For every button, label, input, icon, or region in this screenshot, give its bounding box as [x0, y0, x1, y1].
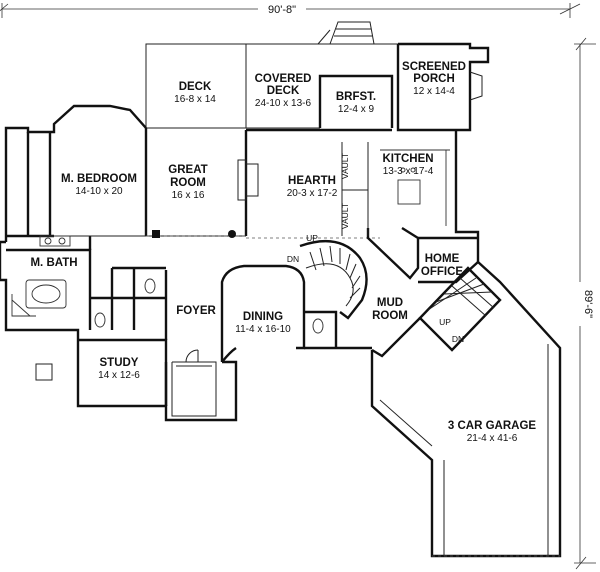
label-dining: DINING [243, 311, 283, 323]
label-great-room-1: GREAT [168, 164, 207, 176]
front-entry [35, 349, 217, 417]
label-screened-porch-1: SCREENED [402, 61, 466, 73]
size-deck: 16-8 x 14 [174, 94, 216, 105]
overall-depth: 89'-6" [582, 290, 594, 318]
size-hearth: 20-3 x 17-2 [287, 188, 338, 199]
note-vault-lower: VAULT [340, 203, 350, 229]
label-brfst: BRFST. [336, 91, 376, 103]
overall-width: 90'-8" [268, 4, 296, 16]
interior-walls [6, 130, 502, 406]
fixtures [11, 71, 483, 334]
exterior-walls [0, 42, 562, 558]
plan-notes: VAULT VAULT UP DN UP DN [287, 153, 464, 344]
size-m-bedroom: 14-10 x 20 [75, 186, 123, 197]
label-home-office-1: HOME [425, 253, 460, 265]
size-study: 14 x 12-6 [98, 370, 140, 381]
deck-outlines [145, 21, 398, 129]
label-covered-deck-1: COVERED [255, 73, 312, 85]
label-kitchen: KITCHEN [382, 153, 433, 165]
size-dining: 11-4 x 16-10 [235, 324, 291, 335]
note-up-main: UP [306, 233, 318, 243]
label-great-room-2: ROOM [170, 177, 206, 189]
size-screened-porch: 12 x 14-4 [413, 86, 455, 97]
size-great-room: 16 x 16 [172, 190, 205, 201]
note-dn-main: DN [287, 254, 299, 264]
size-covered-deck: 24-10 x 13-6 [255, 98, 312, 109]
size-garage: 21-4 x 41-6 [467, 433, 518, 444]
garage-details [379, 344, 560, 557]
note-dn-garage: DN [452, 334, 464, 344]
label-m-bedroom: M. BEDROOM [61, 173, 137, 185]
label-m-bath: M. BATH [30, 257, 77, 269]
label-deck: DECK [179, 81, 212, 93]
size-kitchen: 13-3 x 17-4 [383, 166, 434, 177]
label-mud-room-2: ROOM [372, 310, 408, 322]
label-mud-room-1: MUD [377, 297, 403, 309]
label-home-office-2: OFFICE [421, 266, 463, 278]
note-up-garage: UP [439, 317, 451, 327]
label-screened-porch-2: PORCH [413, 73, 455, 85]
label-covered-deck-2: DECK [267, 85, 300, 97]
size-brfst: 12-4 x 9 [338, 104, 375, 115]
note-vault-upper: VAULT [340, 153, 350, 179]
label-garage: 3 CAR GARAGE [448, 420, 537, 432]
label-study: STUDY [100, 357, 139, 369]
label-hearth: HEARTH [288, 175, 336, 187]
room-labels: DECK 16-8 x 14 COVERED DECK 24-10 x 13-6… [30, 61, 536, 444]
label-foyer: FOYER [176, 305, 216, 317]
